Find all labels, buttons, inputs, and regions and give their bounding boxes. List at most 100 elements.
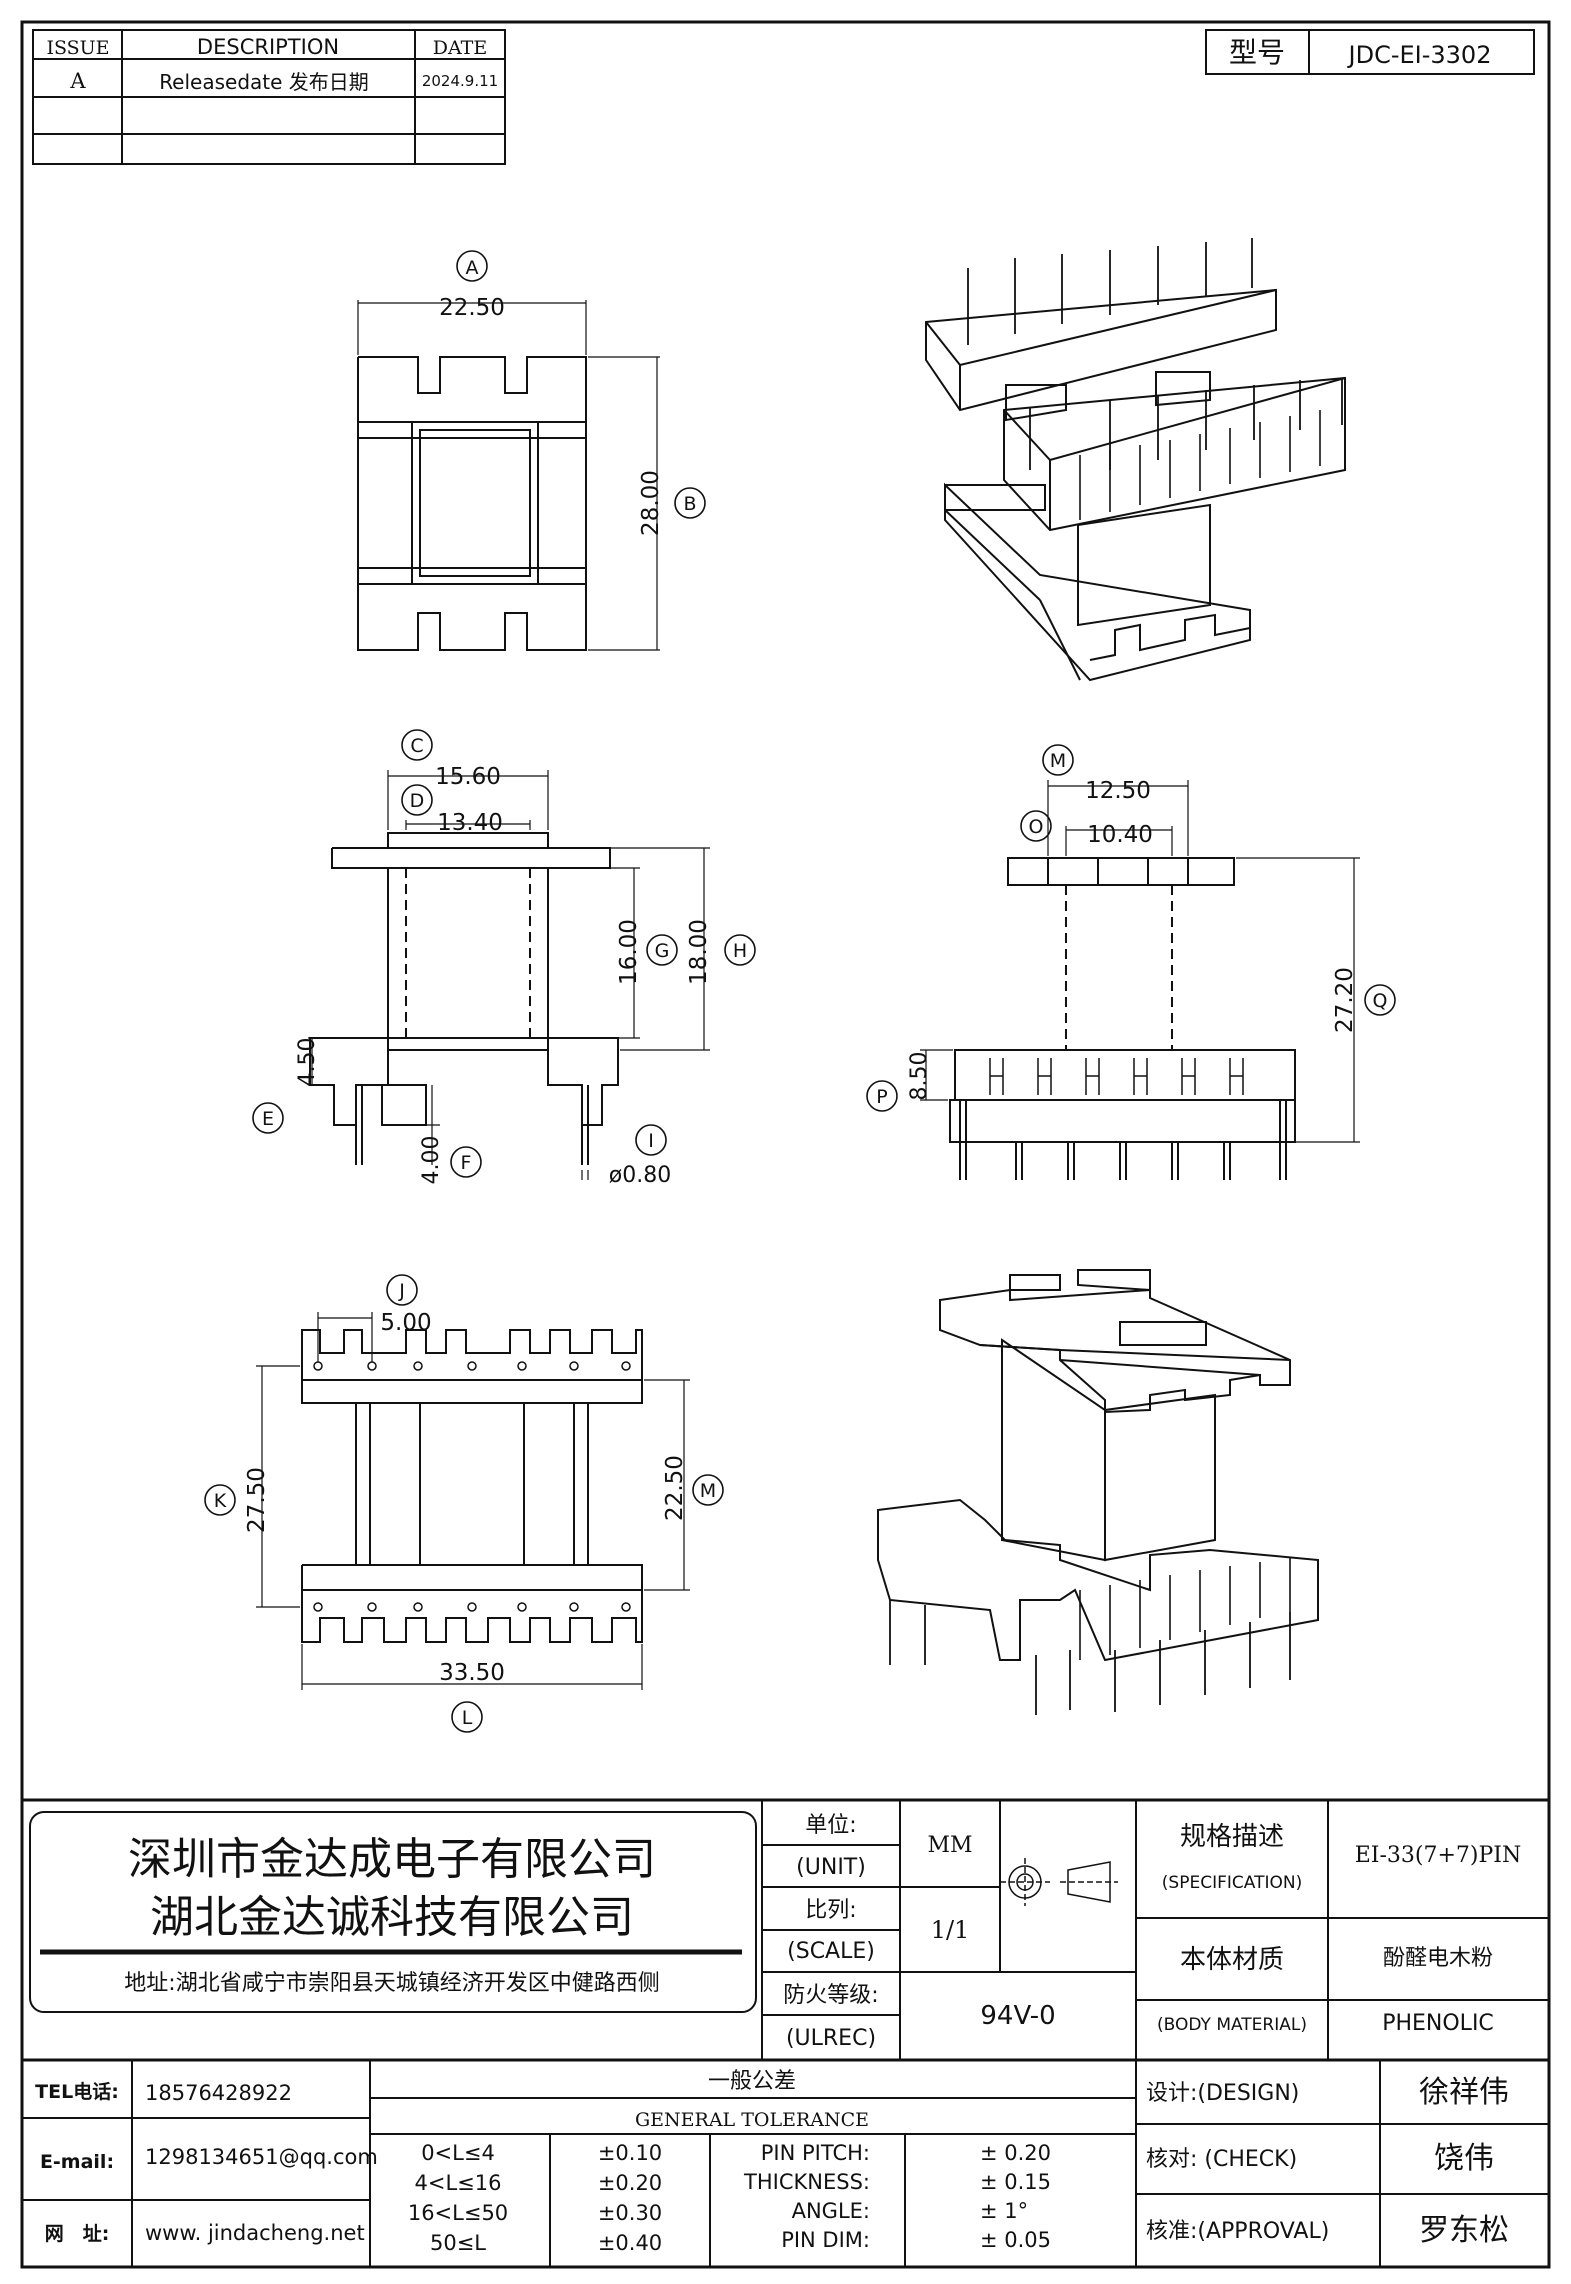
company-address: 地址:湖北省咸宁市崇阳县天城镇经济开发区中健路西侧 bbox=[124, 1971, 659, 1996]
material-cn-label: 本体材质 bbox=[1180, 1945, 1284, 1975]
isometric-view-assembled bbox=[877, 1269, 1319, 1715]
dim-G-value: 16.00 bbox=[616, 919, 642, 985]
angle-label: ANGLE: bbox=[792, 2199, 870, 2223]
model-box bbox=[1205, 29, 1535, 75]
approval-label: 核准:(APPROVAL) bbox=[1146, 2219, 1329, 2244]
scale-value: 1/1 bbox=[931, 1916, 970, 1944]
description-value: Releasedate 发布日期 bbox=[159, 70, 369, 94]
dim-M-value: 12.50 bbox=[1085, 778, 1151, 804]
tolerance-cn-label: 一般公差 bbox=[708, 2069, 796, 2094]
pin-dim-value: ± 0.05 bbox=[980, 2228, 1051, 2252]
scale-cn-label: 比列: bbox=[805, 1898, 856, 1923]
dim-K-letter: K bbox=[214, 1490, 227, 1512]
tel-label: TEL电话: bbox=[35, 2080, 119, 2103]
material-value-en: PHENOLIC bbox=[1382, 2011, 1494, 2036]
dim-M-letter: M bbox=[1050, 750, 1066, 772]
company-name-1: 深圳市金达成电子有限公司 bbox=[128, 1834, 656, 1885]
dim-P-value: 8.50 bbox=[907, 1052, 932, 1101]
top-view bbox=[357, 300, 660, 651]
revision-table-grid bbox=[32, 29, 506, 165]
dim-J-letter: J bbox=[398, 1280, 405, 1302]
approval-name: 罗东松 bbox=[1419, 2213, 1509, 2248]
dim-D-letter: D bbox=[410, 790, 425, 812]
dim-D-value: 13.40 bbox=[437, 810, 503, 836]
tel-value: 18576428922 bbox=[145, 2081, 292, 2105]
pin-pitch-label: PIN PITCH: bbox=[761, 2141, 870, 2165]
web-value: www. jindacheng.net bbox=[145, 2221, 365, 2245]
unit-value: MM bbox=[927, 1833, 972, 1858]
bottom-view bbox=[256, 1312, 690, 1690]
dimension-markers bbox=[204, 250, 1396, 1733]
material-en-label: (BODY MATERIAL) bbox=[1157, 2015, 1307, 2035]
dim-M2-value: 22.50 bbox=[662, 1455, 688, 1521]
dim-A-letter: A bbox=[466, 257, 479, 279]
date-value: 2024.9.11 bbox=[422, 72, 498, 90]
model-label: 型号 bbox=[1229, 36, 1285, 69]
tolerance-range-2: 4<L≤16 bbox=[415, 2171, 502, 2195]
tolerance-value-2: ±0.20 bbox=[598, 2171, 662, 2195]
check-name: 饶伟 bbox=[1434, 2141, 1494, 2176]
email-value: 1298134651@qq.com bbox=[145, 2145, 378, 2169]
dim-A-value: 22.50 bbox=[439, 295, 505, 321]
web-label: 网 址: bbox=[45, 2223, 110, 2245]
tolerance-value-3: ±0.30 bbox=[598, 2201, 662, 2225]
dim-G-letter: G bbox=[655, 940, 670, 962]
tolerance-value-1: ±0.10 bbox=[598, 2141, 662, 2165]
tolerance-value-4: ±0.40 bbox=[598, 2231, 662, 2255]
spec-en-label: (SPECIFICATION) bbox=[1162, 1873, 1302, 1893]
dim-F-letter: F bbox=[461, 1152, 472, 1174]
design-label: 设计:(DESIGN) bbox=[1146, 2081, 1299, 2106]
dim-I-value: ø0.80 bbox=[609, 1163, 671, 1188]
dim-F-value: 4.00 bbox=[419, 1136, 444, 1185]
tolerance-range-3: 16<L≤50 bbox=[408, 2201, 508, 2225]
scale-en-label: (SCALE) bbox=[787, 1939, 875, 1964]
dim-L-value: 33.50 bbox=[439, 1660, 505, 1686]
dim-Q-letter: Q bbox=[1373, 990, 1388, 1012]
dim-O-value: 10.40 bbox=[1087, 822, 1153, 848]
dim-O-letter: O bbox=[1029, 816, 1044, 838]
pin-dim-label: PIN DIM: bbox=[781, 2228, 870, 2252]
dim-C-value: 15.60 bbox=[435, 764, 501, 790]
sheet-border bbox=[20, 20, 1551, 2269]
issue-value: A bbox=[69, 69, 86, 93]
spec-value: EI-33(7+7)PIN bbox=[1355, 1843, 1522, 1868]
dim-I-letter: I bbox=[648, 1130, 654, 1152]
unit-cn-label: 单位: bbox=[805, 1813, 856, 1838]
dim-Q-value: 27.20 bbox=[1332, 967, 1358, 1033]
design-name: 徐祥伟 bbox=[1419, 2075, 1509, 2110]
ulrec-value: 94V-0 bbox=[980, 2001, 1055, 2031]
dim-M2-letter: M bbox=[700, 1480, 716, 1502]
pin-pitch-value: ± 0.20 bbox=[980, 2141, 1051, 2165]
dim-P-letter: P bbox=[876, 1086, 887, 1108]
dim-E-letter: E bbox=[262, 1108, 274, 1130]
dim-J-value: 5.00 bbox=[380, 1310, 431, 1336]
ulrec-en-label: (ULREC) bbox=[786, 2026, 876, 2051]
unit-en-label: (UNIT) bbox=[796, 1855, 866, 1880]
dim-K-value: 27.50 bbox=[244, 1467, 270, 1533]
side-view bbox=[920, 780, 1360, 1180]
front-view bbox=[308, 770, 710, 1180]
dim-E-value: 4.50 bbox=[295, 1038, 320, 1087]
email-label: E-mail: bbox=[40, 2151, 114, 2173]
dim-H-value: 18.00 bbox=[686, 919, 712, 985]
angle-value: ± 1° bbox=[980, 2199, 1028, 2223]
title-block-grid bbox=[22, 1800, 1549, 2267]
model-value: JDC-EI-3302 bbox=[1347, 41, 1492, 69]
isometric-view-exploded bbox=[925, 238, 1346, 682]
spec-cn-label: 规格描述 bbox=[1180, 1822, 1284, 1852]
date-header: DATE bbox=[433, 37, 487, 59]
tolerance-range-1: 0<L≤4 bbox=[421, 2141, 495, 2165]
dim-L-letter: L bbox=[462, 1707, 473, 1729]
company-name-2: 湖北金达诚科技有限公司 bbox=[150, 1892, 634, 1943]
dim-B-letter: B bbox=[683, 493, 696, 515]
issue-header: ISSUE bbox=[46, 37, 109, 59]
ulrec-cn-label: 防火等级: bbox=[783, 1983, 878, 2008]
thickness-value: ± 0.15 bbox=[980, 2170, 1051, 2194]
projection-symbol-icon bbox=[1000, 1858, 1118, 1906]
material-value-cn: 酚醛电木粉 bbox=[1383, 1946, 1493, 1971]
description-header: DESCRIPTION bbox=[197, 35, 339, 59]
dim-C-letter: C bbox=[410, 735, 423, 757]
check-label: 核对: (CHECK) bbox=[1146, 2147, 1297, 2172]
dim-H-letter: H bbox=[733, 940, 747, 962]
